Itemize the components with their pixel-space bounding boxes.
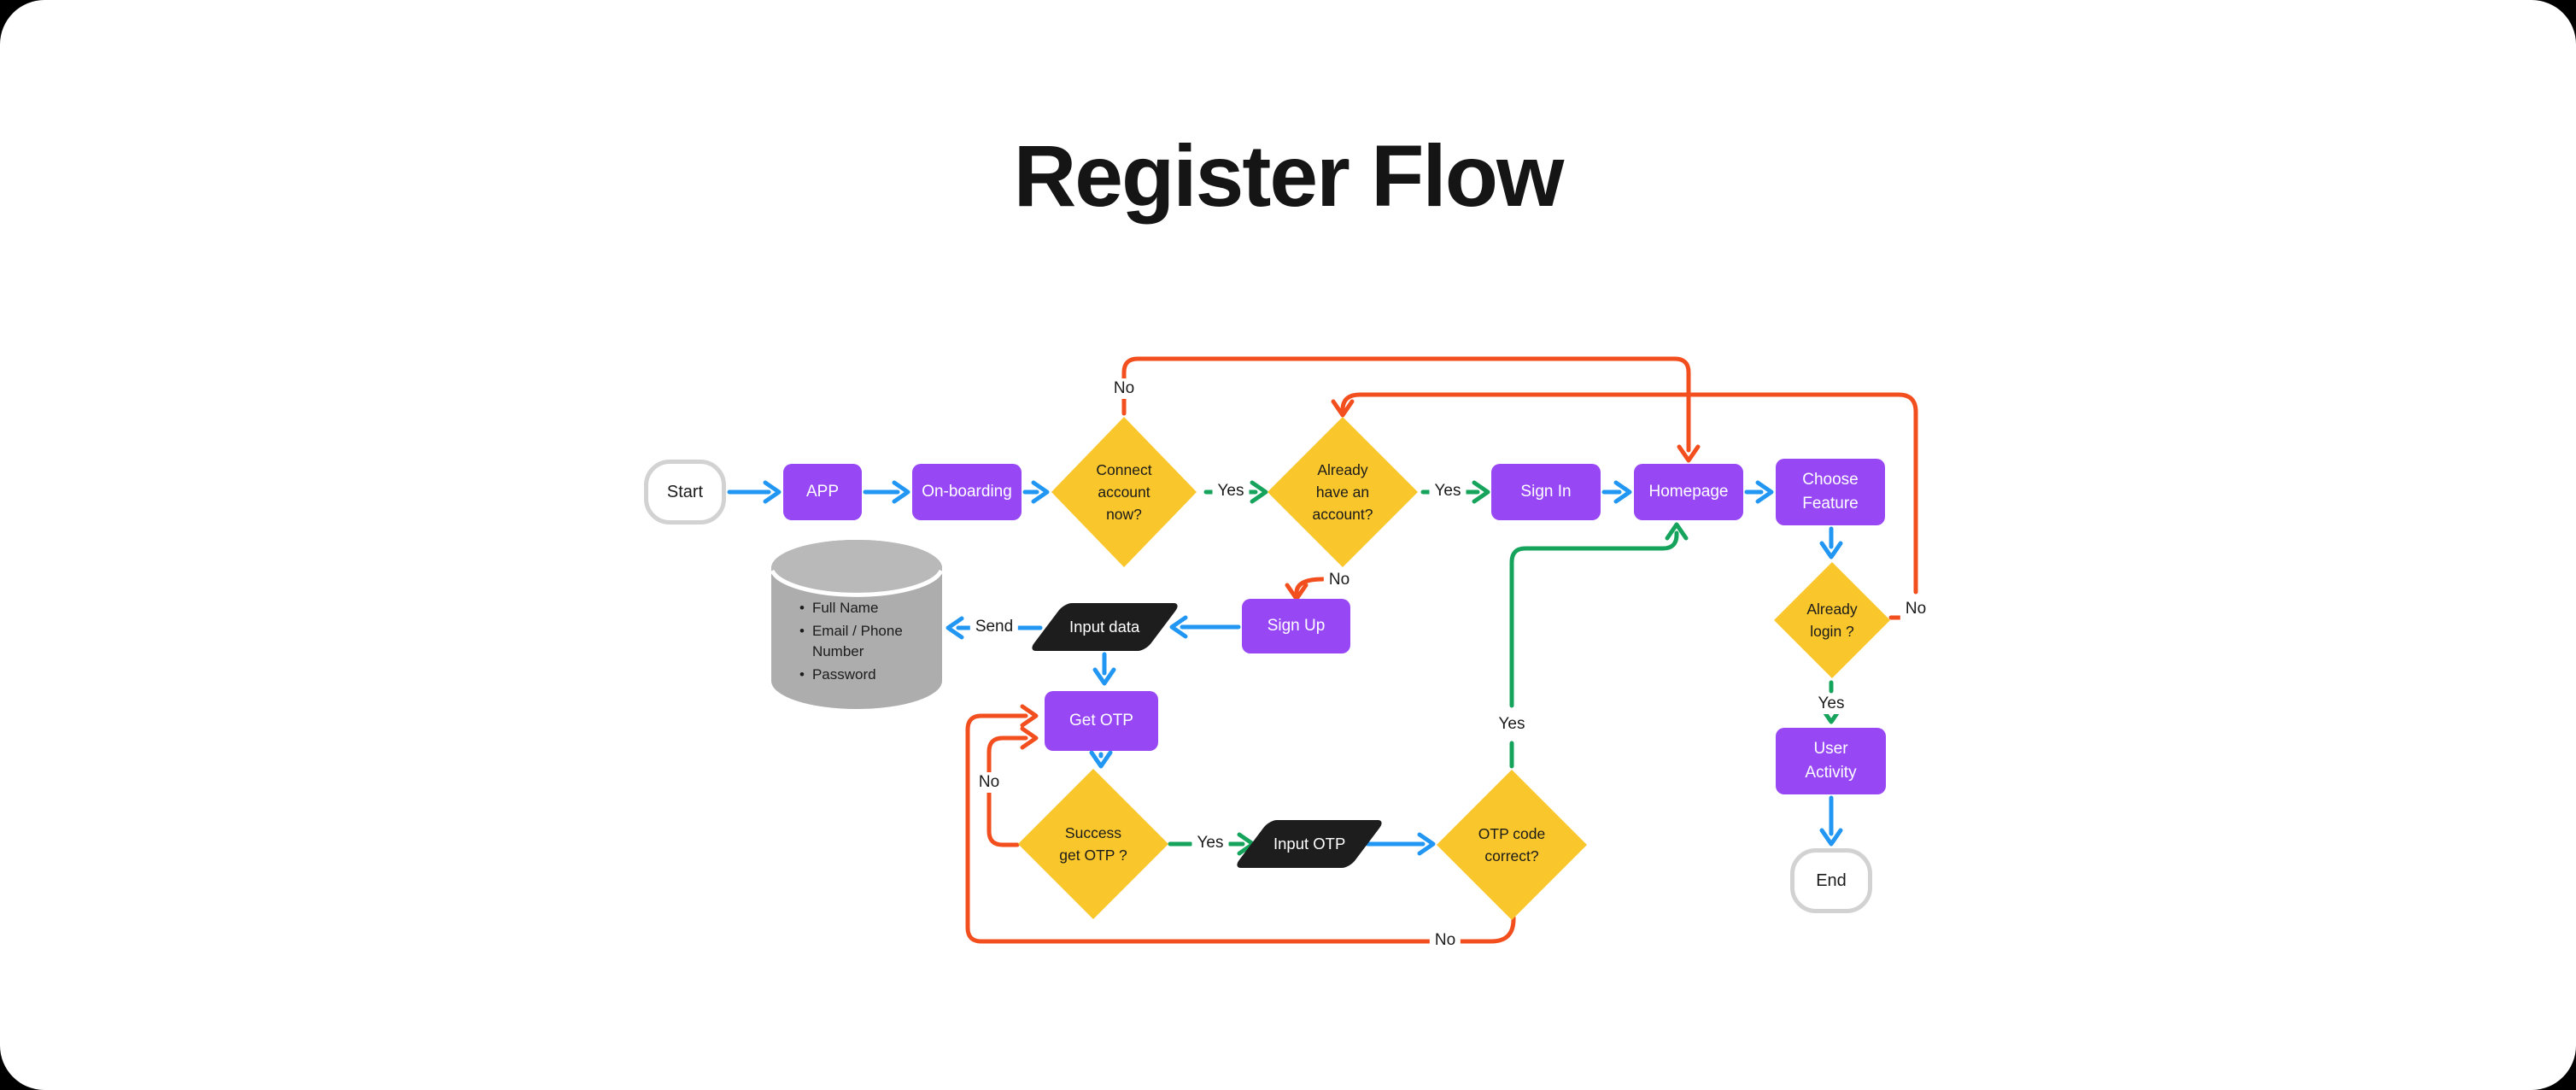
edge-label-already-login-yes-to-user-activity: Yes	[1812, 694, 1850, 714]
node-start: Start	[644, 460, 726, 524]
bullet-icon: •	[799, 666, 805, 683]
node-homepage-label: Homepage	[1648, 483, 1729, 501]
database-field: • Email / Phone Number	[799, 621, 912, 661]
edge-homepage-to-choose-feature-arrowhead-icon	[1755, 480, 1774, 504]
node-already-account-label: Already have an account?	[1312, 460, 1373, 524]
node-onboarding: On-boarding	[912, 464, 1022, 520]
edge-label-already-account-yes-to-sign-in: Yes	[1429, 481, 1467, 501]
edge-label-already-login-no-to-already-account: No	[1900, 599, 1932, 619]
edge-label-otp-correct-yes-to-homepage: Yes	[1493, 714, 1531, 735]
node-onboarding-label: On-boarding	[922, 483, 1012, 501]
edge-input-data-to-get-otp-arrowhead-icon	[1092, 667, 1116, 686]
edge-connect-no-to-homepage-arrowhead-icon	[1677, 444, 1701, 463]
edge-connect-no-to-homepage	[1121, 356, 1691, 453]
database-field: • Password	[799, 665, 912, 684]
edge-otp-correct-yes-to-homepage-arrowhead-icon	[1665, 522, 1689, 541]
edge-input-data-to-database-arrowhead-icon	[946, 616, 964, 640]
database-field-list: • Full Name • Email / Phone Number • Password	[799, 598, 912, 689]
node-get-otp-label: Get OTP	[1069, 712, 1133, 730]
node-homepage: Homepage	[1634, 464, 1743, 520]
node-input-otp-label: Input OTP	[1273, 835, 1346, 853]
edge-otp-correct-no-to-get-otp	[965, 713, 1516, 944]
edge-label-connect-no-to-homepage: No	[1108, 378, 1140, 399]
edge-already-login-no-to-already-account	[1340, 392, 1918, 595]
node-app: APP	[783, 464, 862, 520]
edge-otp-correct-yes-to-homepage	[1509, 530, 1679, 769]
database-field-label: Full Name	[811, 600, 879, 616]
edge-label-success-no-to-get-otp: No	[973, 772, 1005, 793]
edge-sign-up-to-input-data-arrowhead-icon	[1169, 615, 1188, 639]
edge-label-input-data-to-database: Send	[969, 617, 1019, 637]
bullet-icon: •	[799, 600, 805, 616]
node-sign-in: Sign In	[1491, 464, 1601, 520]
node-sign-up-label: Sign Up	[1267, 617, 1326, 636]
node-end: End	[1790, 848, 1872, 913]
node-get-otp: Get OTP	[1045, 691, 1158, 751]
edge-already-account-yes-to-sign-in-arrowhead-icon	[1472, 480, 1490, 504]
node-choose-feature: Choose Feature	[1776, 459, 1885, 525]
node-user-activity: User Activity	[1776, 728, 1886, 794]
node-input-data-label: Input data	[1069, 618, 1140, 636]
node-choose-feature-label: Choose Feature	[1802, 471, 1859, 513]
edge-label-connect-yes-to-already-account: Yes	[1212, 481, 1250, 501]
edge-label-already-account-no-to-sign-up: No	[1323, 570, 1355, 590]
edge-already-login-no-to-already-account-arrowhead-icon	[1331, 399, 1355, 418]
edge-already-account-no-to-sign-up	[1294, 577, 1326, 595]
edge-connect-yes-to-already-account-arrowhead-icon	[1250, 480, 1268, 504]
node-success-otp-label: Success get OTP ?	[1059, 823, 1127, 864]
node-otp-correct-label: OTP code correct?	[1478, 824, 1546, 864]
edge-choose-feature-to-already-login-arrowhead-icon	[1819, 541, 1843, 560]
database-field: • Full Name	[799, 598, 912, 618]
node-sign-in-label: Sign In	[1520, 483, 1572, 501]
edge-input-otp-to-otp-correct-arrowhead-icon	[1417, 832, 1436, 856]
database-field-label: Email / Phone Number	[811, 623, 903, 659]
node-connect-account-label: Connect account now?	[1096, 460, 1152, 524]
node-already-login-label: Already login ?	[1806, 600, 1858, 640]
edge-user-activity-to-end-arrowhead-icon	[1819, 828, 1843, 847]
edge-otp-correct-no-to-get-otp-arrowhead-icon	[1020, 704, 1039, 728]
database-field-label: Password	[811, 666, 876, 683]
edge-onboarding-to-connect-arrowhead-icon	[1031, 480, 1050, 504]
edge-label-success-yes-to-input-otp: Yes	[1191, 833, 1229, 853]
edge-success-no-to-get-otp-arrowhead-icon	[1020, 726, 1039, 750]
node-user-activity-label: User Activity	[1805, 740, 1857, 782]
edge-sign-in-to-homepage-arrowhead-icon	[1613, 480, 1632, 504]
node-end-label: End	[1816, 870, 1847, 890]
node-start-label: Start	[666, 482, 704, 501]
node-app-label: APP	[805, 483, 840, 501]
edge-app-to-onboarding-arrowhead-icon	[892, 480, 910, 504]
edge-get-otp-to-success-arrowhead-icon	[1089, 750, 1113, 769]
edge-label-otp-correct-no-to-get-otp: No	[1429, 930, 1461, 951]
node-sign-up: Sign Up	[1242, 599, 1350, 653]
database-cylinder-icon	[770, 540, 944, 709]
bullet-icon: •	[799, 623, 805, 640]
page-title: Register Flow	[1013, 127, 1565, 225]
edge-start-to-app-arrowhead-icon	[763, 480, 782, 504]
